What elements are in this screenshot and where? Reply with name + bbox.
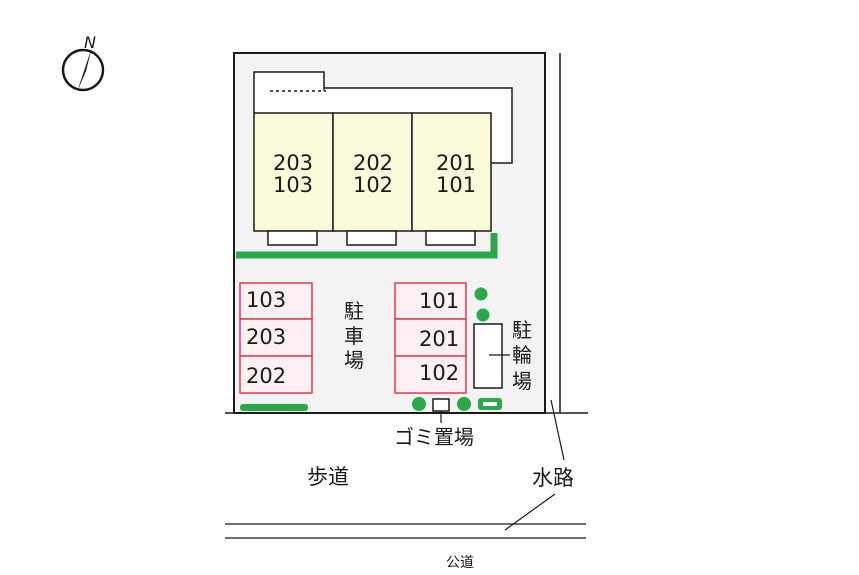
garbage-label: ゴミ置場 bbox=[394, 425, 474, 449]
waterway-label: 水路 bbox=[532, 466, 574, 490]
bicycle-parking-label-char: 駐 bbox=[512, 318, 532, 342]
parking-space-number: 101 bbox=[419, 289, 459, 313]
unit-lower-number: 103 bbox=[273, 173, 313, 197]
unit-block: 203 103 bbox=[253, 112, 334, 246]
sidewalk-label: 歩道 bbox=[307, 465, 349, 489]
bicycle-parking-label-char: 輪 bbox=[512, 343, 532, 367]
balcony bbox=[267, 230, 318, 246]
svg-text:車: 車 bbox=[344, 324, 364, 348]
garbage-box bbox=[432, 398, 450, 412]
unit-lower-number: 102 bbox=[353, 173, 393, 197]
shrub-dot bbox=[457, 397, 471, 411]
car-parking-label: 駐 車 場 bbox=[344, 299, 364, 372]
balcony bbox=[346, 230, 397, 246]
unit-lower-number: 101 bbox=[436, 173, 476, 197]
unit-upper-number: 203 bbox=[273, 151, 313, 175]
north-arrow-icon bbox=[61, 48, 105, 92]
unit-block: 201 101 bbox=[411, 112, 492, 246]
unit-upper-number: 202 bbox=[353, 151, 393, 175]
parking-space bbox=[239, 318, 313, 357]
garbage-area: ゴミ置場 bbox=[394, 398, 474, 449]
compass: N bbox=[61, 33, 105, 92]
parking-space-number: 201 bbox=[419, 327, 459, 351]
hedge-strip bbox=[236, 233, 498, 259]
shrub-dot bbox=[476, 308, 490, 322]
balcony bbox=[425, 230, 476, 246]
parking-right-column: 101 201 102 bbox=[394, 282, 467, 394]
parking-space bbox=[239, 355, 313, 394]
parking-space-number: 203 bbox=[246, 325, 286, 349]
shrub-dot bbox=[412, 397, 426, 411]
north-label: N bbox=[84, 33, 96, 52]
parking-space bbox=[239, 282, 313, 320]
public-road-label: 公道 bbox=[446, 555, 474, 571]
svg-text:場: 場 bbox=[344, 348, 364, 372]
bicycle-parking-label-char: 場 bbox=[512, 369, 532, 393]
north-arrow-needle bbox=[77, 47, 92, 92]
unit-block: 202 102 bbox=[332, 112, 413, 246]
bicycle-rack bbox=[473, 323, 503, 389]
waterway-leader bbox=[550, 399, 565, 461]
unit-upper-number: 201 bbox=[436, 151, 476, 175]
parking-space-number: 102 bbox=[419, 361, 459, 385]
bicycle-parking: 駐 輪 場 bbox=[473, 318, 532, 393]
parking-space bbox=[394, 355, 467, 394]
parking-space-number: 103 bbox=[246, 288, 286, 312]
parking-space-number: 202 bbox=[246, 364, 286, 388]
svg-text:駐: 駐 bbox=[344, 299, 364, 323]
parking-left-column: 103 203 202 bbox=[239, 282, 313, 394]
hedge-strip-bottom bbox=[240, 404, 308, 411]
shrub-dot bbox=[474, 287, 488, 301]
building: 203 103 202 102 201 101 bbox=[253, 112, 492, 246]
